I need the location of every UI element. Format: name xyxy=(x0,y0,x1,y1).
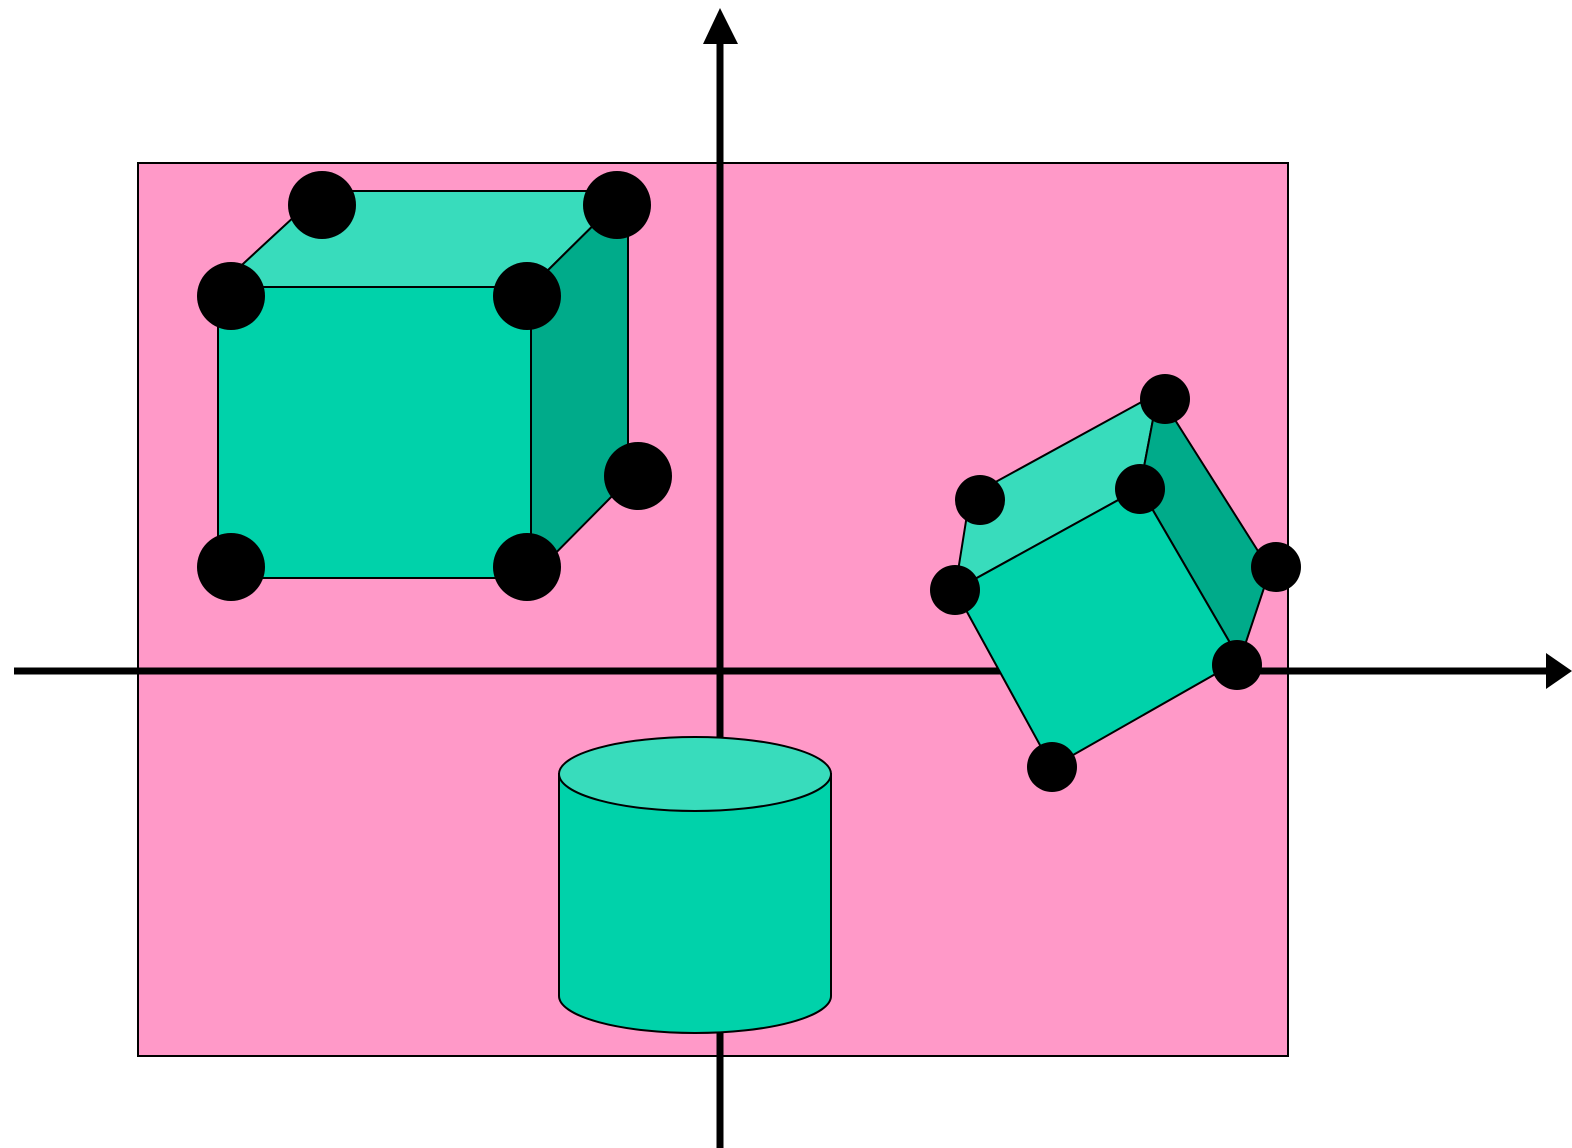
y-axis-arrowhead xyxy=(703,8,738,44)
cube-axis-aligned xyxy=(197,171,672,601)
cube-vertex xyxy=(930,565,980,615)
cube-vertex xyxy=(197,262,265,330)
cube-vertex xyxy=(1140,374,1190,424)
cube-vertex xyxy=(288,171,356,239)
cube-vertex xyxy=(1027,742,1077,792)
cube-vertex xyxy=(493,533,561,601)
cube-front-face xyxy=(217,286,532,579)
x-axis-arrowhead xyxy=(1546,653,1572,689)
cylinder-top xyxy=(558,736,832,812)
cylinder xyxy=(558,736,832,1034)
cube-vertex xyxy=(1212,640,1262,690)
cylinder-body xyxy=(558,773,832,1034)
cube-rotated xyxy=(930,374,1301,792)
cube-vertex xyxy=(583,171,651,239)
cube-vertex xyxy=(1251,542,1301,592)
cube-vertex xyxy=(197,533,265,601)
cube-vertex xyxy=(955,475,1005,525)
cube-vertex xyxy=(493,262,561,330)
x-axis xyxy=(14,653,1572,689)
cube-vertex xyxy=(1115,464,1165,514)
cube-vertex xyxy=(604,442,672,510)
